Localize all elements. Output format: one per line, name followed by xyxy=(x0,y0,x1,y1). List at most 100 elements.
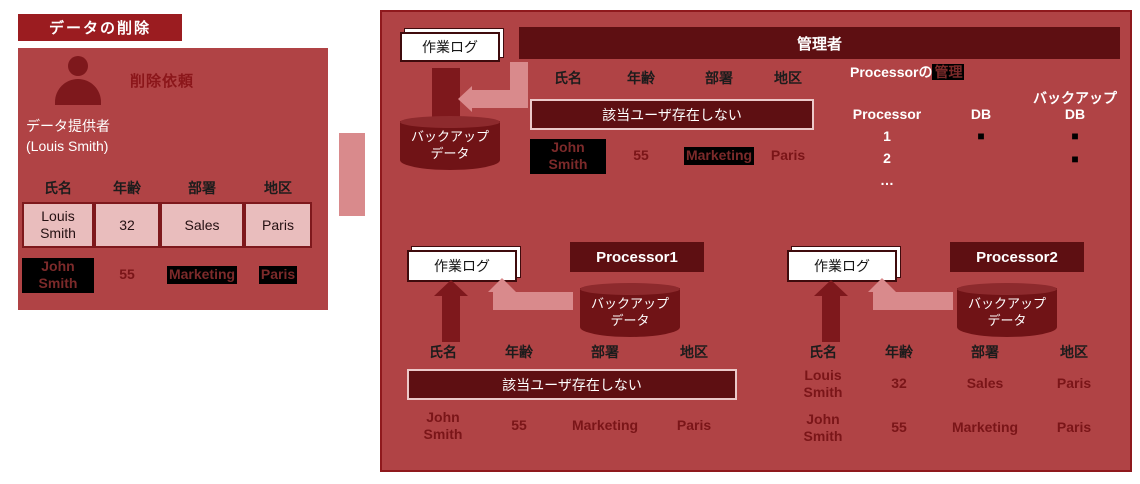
cell-dept: Marketing xyxy=(951,419,1019,436)
provider-active-row: Louis Smith 32 Sales Paris xyxy=(22,202,312,248)
processor2-elbow-arrow-head-icon xyxy=(868,278,896,292)
processor1-backup-label: バックアップ データ xyxy=(580,296,680,330)
p1-col-name: 氏名 xyxy=(429,344,457,360)
provider-table-header: 氏名 年齢 部署 地区 xyxy=(22,178,312,198)
backup-label-line2: データ xyxy=(610,312,650,328)
provider-col-name: 氏名 xyxy=(44,180,72,196)
cell-name: Louis Smith xyxy=(22,202,94,248)
cell-region: Paris xyxy=(244,202,312,248)
pm-col-backup-db: バックアップ DB xyxy=(1025,90,1125,122)
redacted-text: Marketing xyxy=(683,147,755,165)
cell-dept: Marketing xyxy=(571,417,639,434)
backup-label-line1: バックアップ xyxy=(410,129,489,144)
admin-table-header: 氏名 年齢 部署 地区 xyxy=(530,68,814,88)
provider-name-label: (Louis Smith) xyxy=(26,138,109,154)
processor1-elbow-arrow-arm xyxy=(493,292,573,310)
cylinder-body xyxy=(580,288,680,337)
pm-row1-db-mark: ■ xyxy=(977,129,985,144)
flow-connector xyxy=(339,133,365,216)
backup-label-line2: データ xyxy=(430,145,470,161)
p2-col-age: 年齢 xyxy=(885,344,913,360)
cell-name: Louis Smith xyxy=(803,366,843,401)
processor2-row-john: John Smith 55 Marketing Paris xyxy=(787,408,1117,448)
admin-backup-label: バックアップ データ xyxy=(400,129,500,163)
notice-text: 該当ユーザ存在しない xyxy=(602,106,742,123)
cell-region: Paris xyxy=(676,417,712,434)
processor-mgmt-table: Processor DB バックアップ DB 1 ■ ■ 2 ■ … xyxy=(837,90,1125,188)
pm-row2-backup-mark: ■ xyxy=(1071,151,1079,166)
processor2-table-header: 氏名 年齢 部署 地区 xyxy=(787,342,1117,362)
processor-mgmt-title-redacted: 管理 xyxy=(932,64,965,80)
processor2-backup-db-cylinder-icon: バックアップ データ xyxy=(957,283,1057,337)
p1-col-region: 地区 xyxy=(680,344,708,360)
admin-header-bar: 管理者 xyxy=(519,27,1120,59)
processor2-header-bar: Processor2 xyxy=(950,242,1084,272)
provider-deleted-row: John Smith 55 Marketing Paris xyxy=(22,255,312,295)
redacted-text: Paris xyxy=(258,266,298,284)
processor1-table-header: 氏名 年齢 部署 地区 xyxy=(407,342,737,362)
cell-region: Paris xyxy=(244,255,312,295)
p2-col-dept: 部署 xyxy=(971,344,999,360)
processor2-elbow-arrow-arm xyxy=(873,292,953,310)
backup-label-line1: バックアップ xyxy=(967,296,1046,311)
processor2-backup-label: バックアップ データ xyxy=(957,296,1057,330)
processor1-user-not-found-notice: 該当ユーザ存在しない xyxy=(407,369,737,400)
cell-name: John Smith xyxy=(803,410,843,445)
admin-user-not-found-notice: 該当ユーザ存在しない xyxy=(530,99,814,130)
data-provider-panel: 削除依頼 データ提供者 (Louis Smith) 氏名 年齢 部署 地区 Lo… xyxy=(18,48,328,310)
backup-label-line1: バックアップ xyxy=(590,296,669,311)
admin-deleted-row: John Smith 55 Marketing Paris xyxy=(530,136,814,176)
cell-region: Paris xyxy=(770,147,806,164)
cell-age: 32 xyxy=(94,202,160,248)
cell-region: Paris xyxy=(1056,375,1092,392)
cell-dept: Marketing xyxy=(676,136,762,176)
pm-row1-backup-mark: ■ xyxy=(1071,129,1079,144)
admin-col-dept: 部署 xyxy=(705,70,733,86)
person-icon-body xyxy=(55,79,101,105)
backup-label-line2: データ xyxy=(987,312,1027,328)
processing-panel: 作業ログ 管理者 バックアップ データ 氏名 年齢 部署 地区 該当ユーザ存在し… xyxy=(380,10,1132,472)
processor-mgmt-title: Processorの管理 xyxy=(850,62,965,82)
processor2-up-arrow-head-icon xyxy=(814,280,848,296)
cell-age: 55 xyxy=(891,419,907,436)
processor2-header-label: Processor2 xyxy=(976,248,1058,266)
page-title: データの削除 xyxy=(18,14,182,41)
processor2-row-louis: Louis Smith 32 Sales Paris xyxy=(787,364,1117,404)
cell-dept: Marketing xyxy=(160,255,244,295)
cell-name: John Smith xyxy=(530,136,606,176)
processor1-deleted-row: John Smith 55 Marketing Paris xyxy=(407,406,737,446)
p1-col-age: 年齢 xyxy=(505,344,533,360)
admin-col-age: 年齢 xyxy=(627,70,655,86)
cylinder-top xyxy=(580,283,680,295)
delete-request-label: 削除依頼 xyxy=(130,73,195,90)
admin-elbow-arrow-head-icon xyxy=(458,86,472,112)
cell-region: Paris xyxy=(1056,419,1092,436)
admin-elbow-arrow-leg xyxy=(510,62,528,90)
processor1-worklog-label: 作業ログ xyxy=(434,258,490,274)
provider-col-region: 地区 xyxy=(264,180,292,196)
pm-col-db: DB xyxy=(970,106,992,123)
cylinder-top xyxy=(957,283,1057,295)
cell-name: John Smith xyxy=(22,255,94,295)
processor1-worklog-box: 作業ログ xyxy=(407,250,517,282)
cell-dept: Sales xyxy=(160,202,244,248)
admin-header-label: 管理者 xyxy=(796,35,842,53)
admin-col-name: 氏名 xyxy=(554,70,582,86)
pm-col-processor: Processor xyxy=(852,106,922,123)
provider-col-age: 年齢 xyxy=(113,180,141,196)
pm-row3-id: … xyxy=(880,172,894,189)
cell-age: 55 xyxy=(511,417,527,434)
pm-row2-id: 2 xyxy=(883,150,891,167)
admin-down-arrow xyxy=(432,68,460,118)
cell-name: John Smith xyxy=(423,408,463,443)
cell-age: 55 xyxy=(119,266,135,283)
admin-col-region: 地区 xyxy=(774,70,802,86)
p1-col-dept: 部署 xyxy=(591,344,619,360)
admin-backup-db-cylinder-icon: バックアップ データ xyxy=(400,116,500,170)
pm-col-backup-line1: バックアップ xyxy=(1033,90,1117,106)
notice-text: 該当ユーザ存在しない xyxy=(502,376,642,393)
cylinder-top xyxy=(400,116,500,128)
processor1-header-label: Processor1 xyxy=(596,248,678,266)
provider-col-dept: 部署 xyxy=(188,180,216,196)
processor1-up-arrow-head-icon xyxy=(434,280,468,296)
